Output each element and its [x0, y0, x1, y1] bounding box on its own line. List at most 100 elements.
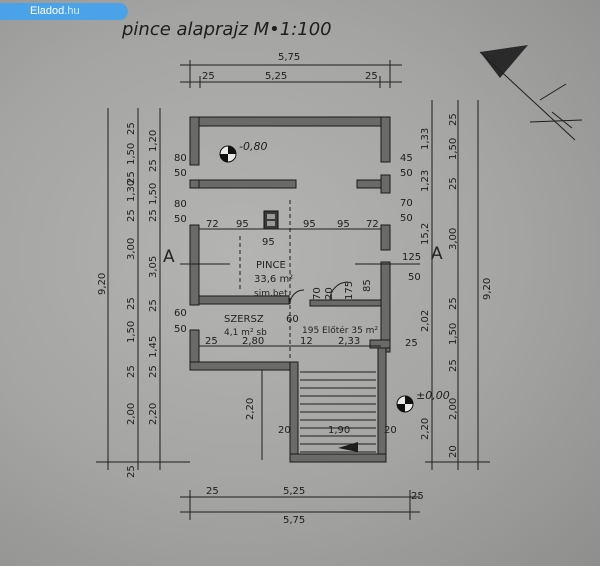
opening-left-4: 60 [174, 308, 187, 319]
section-mark-left: A [163, 247, 175, 267]
level-upper: -0,80 [239, 140, 267, 153]
lower-small-2: 20 [324, 287, 335, 300]
room-dim-1: 95 [236, 219, 249, 230]
section-mark-right: A [431, 244, 443, 264]
right-outer-3: 3,00 [448, 228, 459, 250]
lower-small-1: 70 [312, 287, 323, 300]
room-pince-name: PINCE [256, 260, 286, 271]
stair-height-dim: 2,20 [245, 398, 256, 420]
opening-left-3: 50 [174, 214, 187, 225]
right-dimension-lines [425, 100, 490, 470]
room-dim-3: 95 [337, 219, 350, 230]
right-outer-5: 1,50 [448, 323, 459, 345]
lower-dim-3: 25 [405, 338, 418, 349]
right-overall-height: 9,20 [482, 278, 493, 300]
stair-side-left: 20 [278, 425, 291, 436]
room-dim-0: 72 [206, 219, 219, 230]
watermark-tld: .hu [64, 5, 80, 17]
watermark-brand: Eladod [30, 5, 65, 17]
lower-dim-0: 2,80 [242, 336, 264, 347]
left-inner-1: 25 [148, 159, 159, 172]
left-outer-6: 25 [126, 297, 137, 310]
right-outer-4: 25 [448, 297, 459, 310]
door-swing-2 [289, 289, 305, 305]
chimney-block-icon [263, 210, 279, 230]
left-outer-4: 25 [126, 209, 137, 222]
opening-left-2: 80 [174, 199, 187, 210]
top-dimensions [180, 60, 402, 88]
bottom-dim-25a: 25 [206, 486, 219, 497]
right-outer-2: 25 [448, 177, 459, 190]
top-total-dim: 5,75 [278, 52, 300, 63]
right-outer-1: 1,50 [448, 138, 459, 160]
left-inner-8: 2,20 [148, 403, 159, 425]
left-inner-0: 1,20 [148, 130, 159, 152]
left-outer-3: 1,30 [126, 180, 137, 202]
lower-small-0: 60 [286, 314, 299, 325]
left-outer-10: 25 [126, 465, 137, 478]
room-dim-4: 72 [366, 219, 379, 230]
level-lower: ±0,00 [416, 389, 450, 402]
right-outer-6: 25 [448, 359, 459, 372]
lower-small-4: 85 [362, 279, 373, 292]
center-dim-95: 95 [262, 237, 275, 248]
left-outer-9: 2,00 [126, 403, 137, 425]
room-pince-area: 33,6 m² [254, 274, 293, 285]
right-inner-0: 1,33 [420, 128, 431, 150]
left-outer-0: 25 [126, 122, 137, 135]
bottom-total-dim: 5,75 [283, 515, 305, 526]
left-dimension-lines [96, 108, 190, 470]
top-dim-25b: 25 [365, 71, 378, 82]
opening-left-0: 80 [174, 153, 187, 164]
lower-small-3: 175 [344, 281, 355, 300]
left-outer-5: 3,00 [126, 238, 137, 260]
opening-right-3: 50 [400, 213, 413, 224]
right-inner-3: 2,02 [420, 310, 431, 332]
room-eloter-label: 195 Előtér 35 m² [302, 325, 378, 336]
lower-dim-2: 2,33 [338, 336, 360, 347]
left-inner-2: 1,50 [148, 183, 159, 205]
right-inner-1: 1,23 [420, 170, 431, 192]
room-szersz-name: SZERSZ [224, 314, 264, 325]
right-outer-8: 20 [448, 445, 459, 458]
top-inner-dim: 5,25 [265, 71, 287, 82]
left-outer-7: 1,50 [126, 321, 137, 343]
opening-left-5: 50 [174, 324, 187, 335]
basement-walls [189, 116, 391, 463]
room-dim-2: 95 [303, 219, 316, 230]
opening-right-1: 50 [400, 168, 413, 179]
level-marker-upper-icon [219, 145, 237, 163]
bottom-dimensions [180, 490, 420, 520]
top-dim-25a: 25 [202, 71, 215, 82]
opening-right-0: 45 [400, 153, 413, 164]
right-inner-4: 2,20 [420, 418, 431, 440]
opening-right-4: 125 [402, 252, 421, 263]
door-swing-1 [329, 281, 349, 301]
right-outer-0: 25 [448, 113, 459, 126]
bottom-dim-25b: 25 [411, 491, 424, 502]
right-outer-7: 2,00 [448, 398, 459, 420]
room-pince-floor: sim.bet. [254, 289, 290, 299]
staircase [300, 371, 376, 453]
left-overall-height: 9,20 [97, 273, 108, 295]
left-inner-6: 1,45 [148, 336, 159, 358]
stair-side-right: 20 [384, 425, 397, 436]
right-inner-2: 15,2 [420, 223, 431, 245]
left-inner-5: 25 [148, 299, 159, 312]
opening-left-1: 50 [174, 168, 187, 179]
left-inner-4: 3,05 [148, 256, 159, 278]
left-inner-7: 25 [148, 365, 159, 378]
eladod-watermark-badge[interactable]: Eladod.hu [0, 3, 128, 20]
left-outer-8: 25 [126, 365, 137, 378]
north-arrow-icon [479, 45, 583, 141]
opening-right-5: 50 [408, 272, 421, 283]
lower-dim-1: 12 [300, 336, 313, 347]
drawing-title: pince alaprajz M•1:100 [121, 19, 332, 40]
opening-right-2: 70 [400, 198, 413, 209]
lower-small-5: 25 [205, 336, 218, 347]
level-marker-lower-icon [396, 395, 414, 413]
bottom-inner-dim: 5,25 [283, 486, 305, 497]
left-outer-2: 25 [126, 171, 137, 184]
